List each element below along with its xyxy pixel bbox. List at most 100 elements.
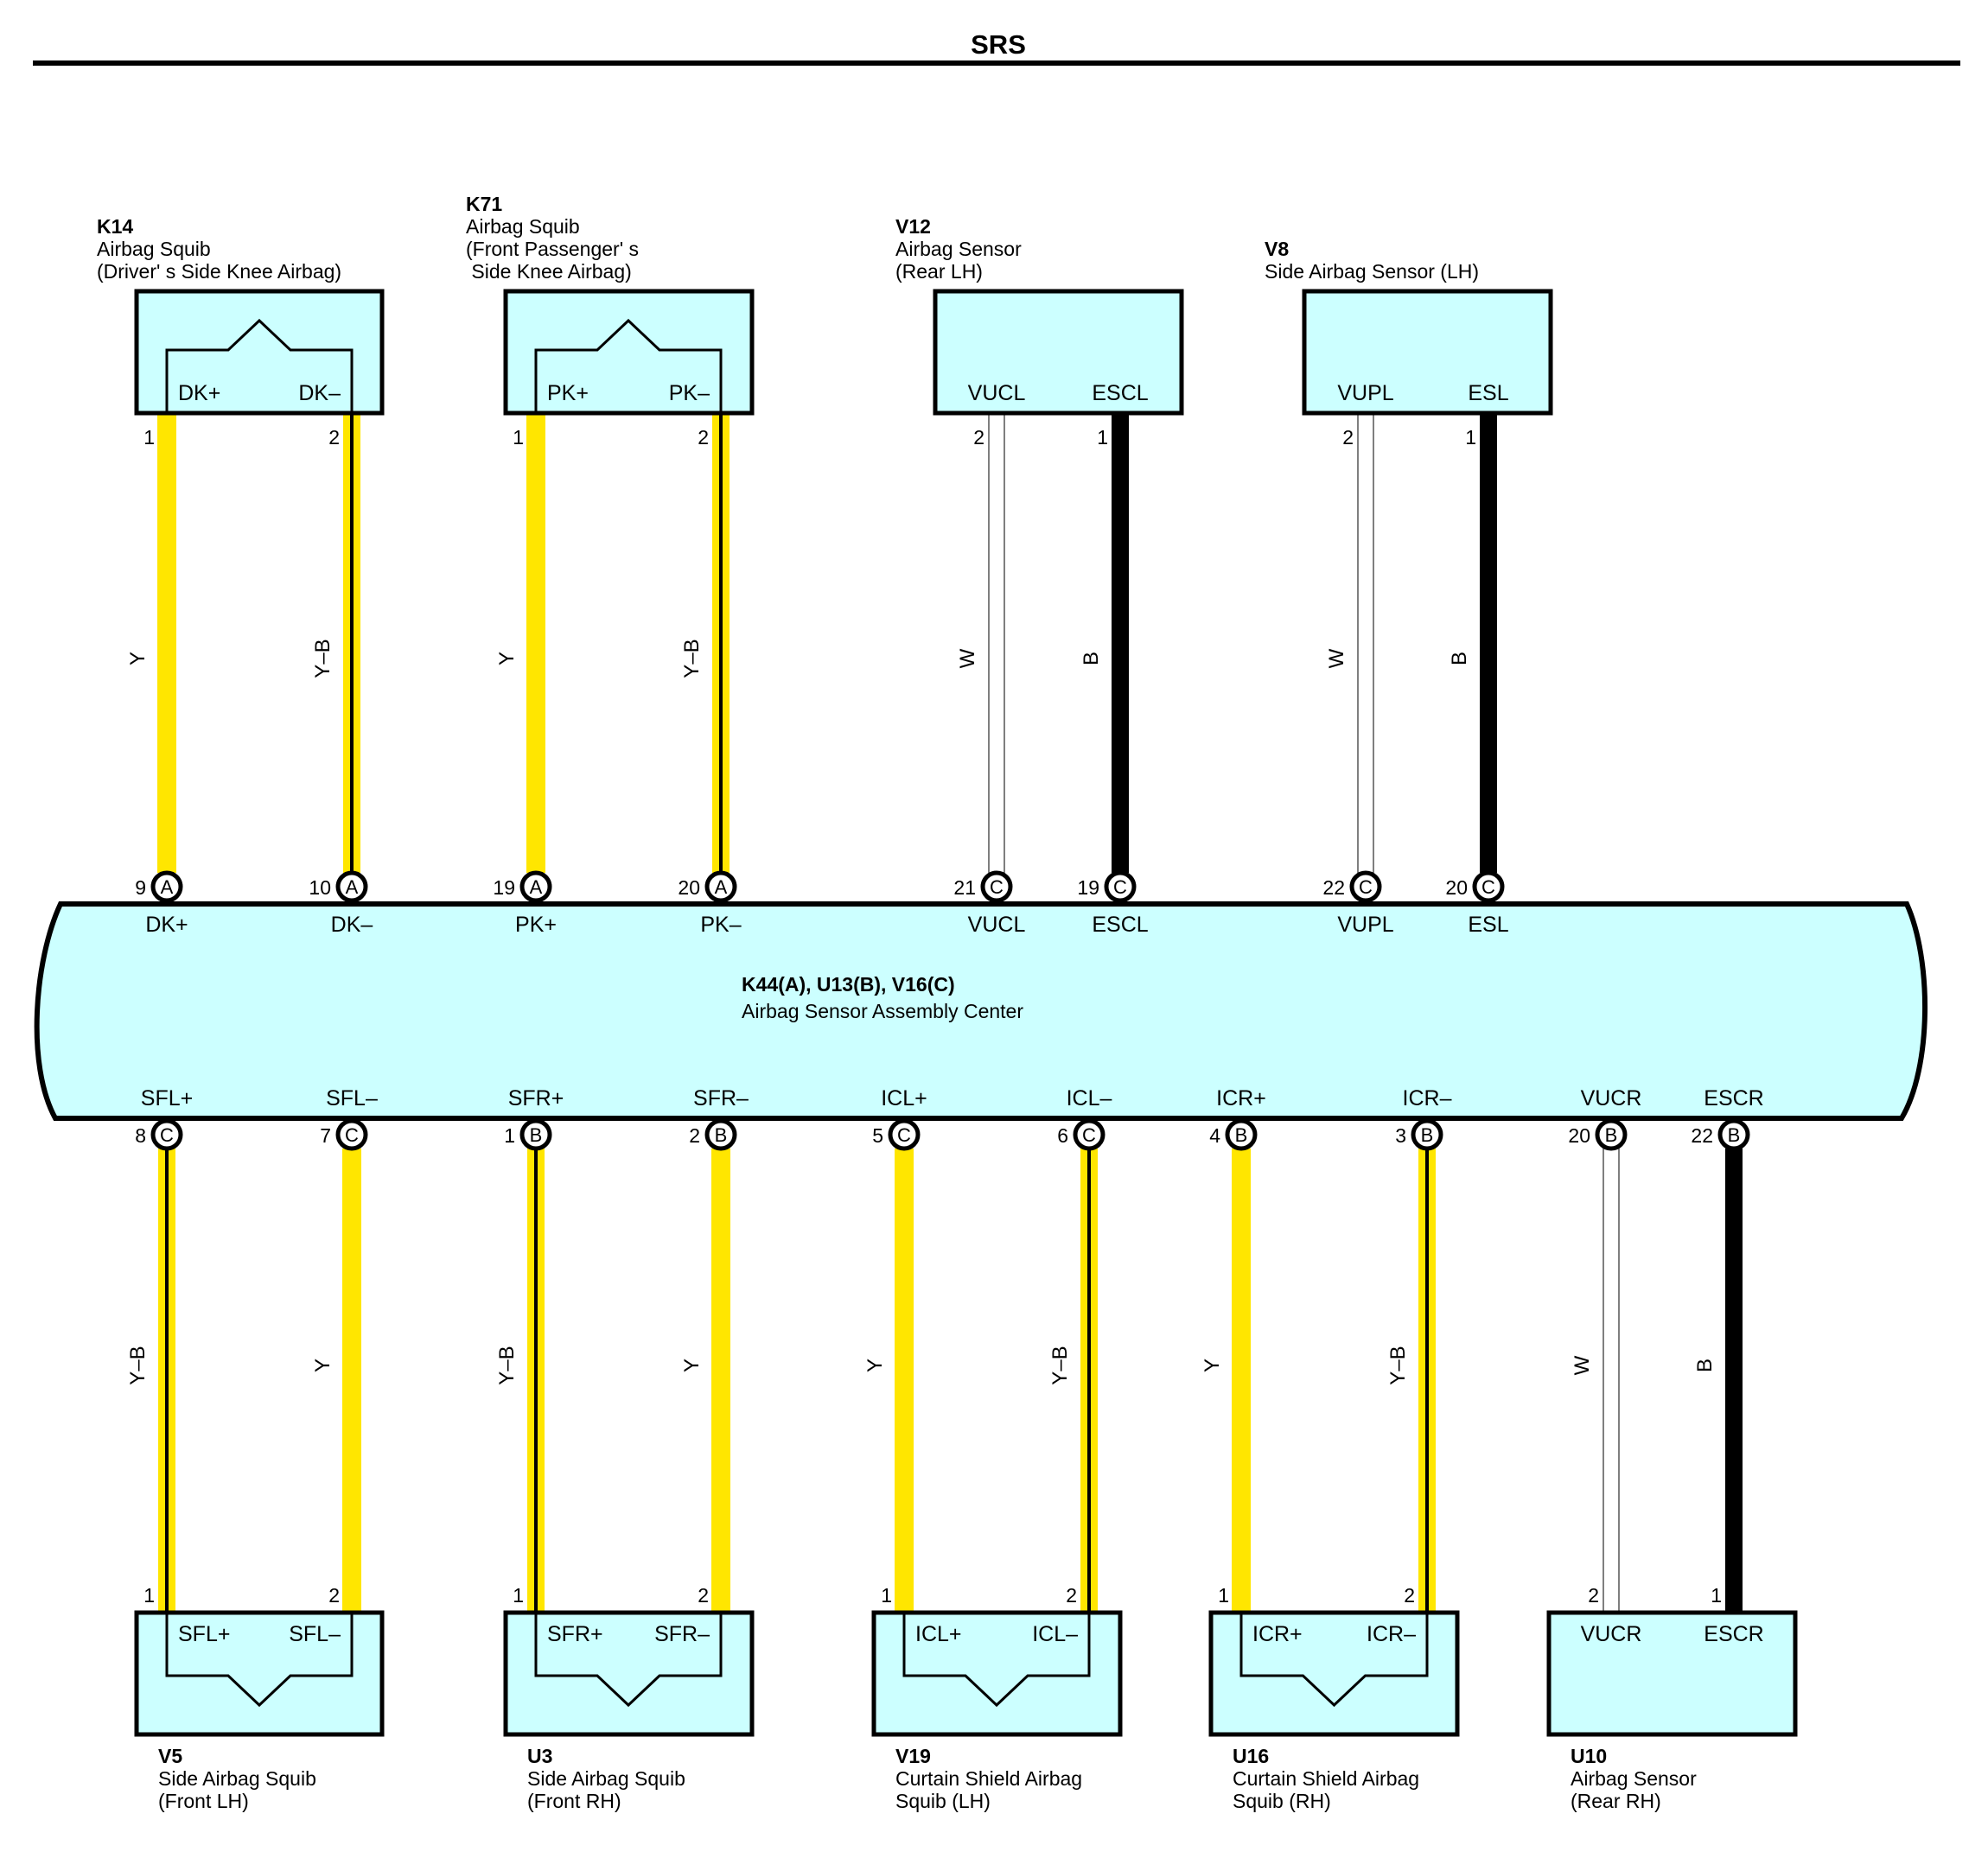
ecu-terminal-label: VUPL [1337,913,1393,937]
ecu-pin-number: 19 [493,876,515,899]
ecu-terminal-label: PK– [700,913,741,937]
ecu-pin-letter: A [715,876,728,898]
terminal-label: PK– [669,381,710,405]
ecu-pin-number: 20 [678,876,700,899]
ecu-pin-number: 2 [689,1124,700,1147]
connector-code: K14 [97,215,133,238]
connector-description: Side Knee Airbag) [466,260,632,283]
connector-description: Airbag Sensor [1571,1767,1697,1790]
ecu-terminal-label: PK+ [515,913,557,937]
ecu-name: Airbag Sensor Assembly Center [742,1000,1023,1022]
connector-description: Side Airbag Sensor (LH) [1265,260,1479,283]
terminal-label: ICR+ [1252,1622,1303,1646]
connector-code: U10 [1571,1745,1607,1767]
ecu-pin-letter: A [346,876,359,898]
page-title: SRS [971,29,1026,60]
ecu-pin-circle [150,870,183,903]
ecu-pin-number: 7 [320,1124,331,1147]
connector-code: V5 [158,1745,182,1767]
ecu-pin-number: 10 [309,876,331,899]
ecu-pin-letter: C [160,1124,174,1146]
pin-number: 1 [1097,426,1108,449]
ecu-pin-circle [1717,1118,1750,1151]
pin-number: 2 [1588,1584,1599,1607]
ecu-pin-circle [519,1118,552,1151]
connector-code: U3 [527,1745,552,1767]
wire-color-label: Y–B [680,639,704,678]
wire-color-label: B [1448,652,1471,665]
connector-code: U16 [1233,1745,1269,1767]
connector-box [503,1610,755,1737]
connector-code: V12 [895,215,931,238]
connector-description: (Driver' s Side Knee Airbag) [97,260,341,283]
ecu-pin-letter: C [345,1124,359,1146]
wire-color-label: W [1325,648,1348,668]
ecu-pin-number: 21 [953,876,976,899]
connector-box [503,289,755,416]
pin-number: 2 [973,426,984,449]
pin-number: 2 [328,1584,340,1607]
connector-description: Squib (RH) [1233,1790,1331,1812]
ecu-pin-letter: B [1421,1124,1434,1146]
squib-symbol [165,318,354,413]
ecu-pin-circle [980,870,1013,903]
ecu-body [34,901,1928,1121]
connector-code: K71 [466,193,502,215]
terminal-label: DK– [298,381,341,405]
ecu-pin-circle [704,1118,737,1151]
connector-description: Side Airbag Squib [158,1767,316,1790]
ecu-terminal-label: ICR+ [1216,1086,1266,1111]
connector-box [933,289,1184,416]
ecu-pin-circle [1225,1118,1258,1151]
connector-description: Curtain Shield Airbag [895,1767,1082,1790]
connector-description: Airbag Squib [466,215,580,238]
squib-symbol [165,1613,354,1708]
ecu-pin-letter: C [1481,876,1495,898]
terminal-label: VUPL [1337,381,1393,405]
ecu-pin-number: 5 [872,1124,883,1147]
ecu-terminal-label: SFR– [693,1086,749,1111]
wire-color-label: Y [680,1359,704,1372]
terminal-label: ESL [1468,381,1508,405]
ecu-pin-letter: A [161,876,174,898]
connector-description: (Rear LH) [895,260,983,283]
connector-box [1546,1610,1798,1737]
ecu-pin-circle [335,1118,368,1151]
ecu-pin-number: 19 [1077,876,1099,899]
ecu-pin-letter: C [990,876,1004,898]
ecu-pin-circle [1411,1118,1443,1151]
terminal-label: VUCL [968,381,1026,405]
connector-code: V8 [1265,238,1289,260]
wire-color-label: Y–B [126,1346,150,1384]
ecu-pin-circle [1472,870,1505,903]
wire-color-label: Y–B [1386,1346,1410,1384]
ecu-block: K44(A), U13(B), V16(C) Airbag Sensor Asse… [34,870,1928,1151]
ecu-pin-letter: B [530,1124,543,1146]
ecu-terminal-label: ESL [1468,913,1508,937]
connector-description: Squib (LH) [895,1790,991,1812]
ecu-terminal-label: VUCL [968,913,1026,937]
terminal-label: DK+ [178,381,220,405]
ecu-pin-letter: B [1235,1124,1248,1146]
pin-number: 2 [698,426,709,449]
ecu-pin-letter: C [1082,1124,1096,1146]
pin-number: 1 [143,426,155,449]
squib-symbol [902,1613,1091,1708]
pin-number: 1 [1465,426,1476,449]
ecu-code: K44(A), U13(B), V16(C) [742,973,955,996]
ecu-pin-circle [1104,870,1137,903]
connector-description: (Front Passenger' s [466,238,639,260]
ecu-terminal-label: VUCR [1581,1086,1642,1111]
terminal-label: VUCR [1581,1622,1642,1646]
wire-V12-1 [988,413,1005,873]
ecu-terminal-label: ESCL [1092,913,1148,937]
ecu-pin-letter: B [1605,1124,1618,1146]
pin-number: 1 [1218,1584,1229,1607]
ecu-pin-circle [1073,1118,1106,1151]
ecu-pin-number: 9 [135,876,146,899]
ecu-pin-letter: B [715,1124,728,1146]
terminal-label: ICL– [1032,1622,1078,1646]
connector-box [134,289,385,416]
wire-color-label: B [1693,1359,1717,1372]
